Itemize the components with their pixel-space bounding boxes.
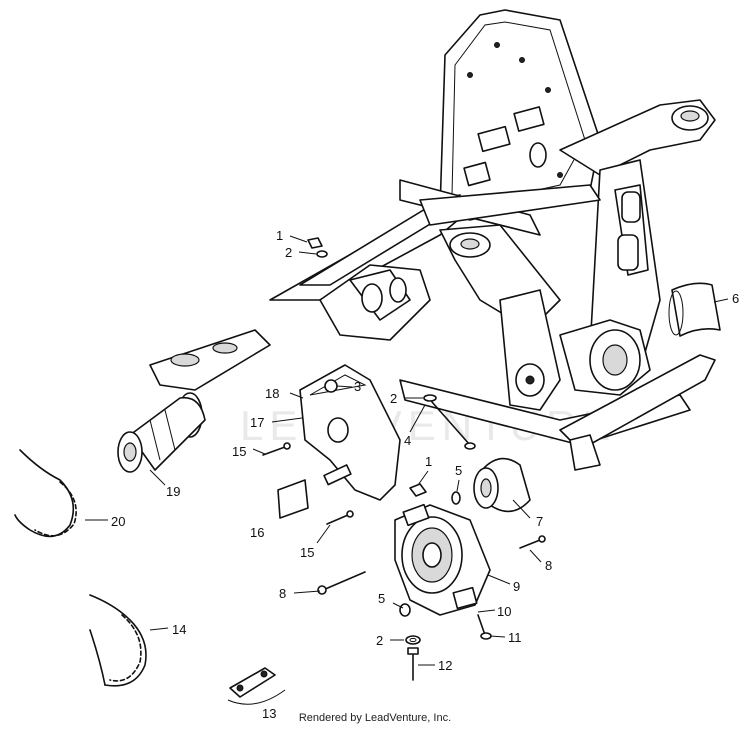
part-18-cover bbox=[299, 364, 401, 501]
frame bbox=[149, 9, 716, 471]
callout-labels: 1 2 3 2 4 18 17 15 16 15 1 5 6 7 8 8 9 5… bbox=[111, 228, 739, 721]
part-9-housing bbox=[394, 503, 491, 616]
callout-8: 8 bbox=[279, 586, 286, 601]
callout-13: 13 bbox=[262, 706, 276, 721]
callout-19: 19 bbox=[166, 484, 180, 499]
callout-6: 6 bbox=[732, 291, 739, 306]
part-7-bushing bbox=[473, 457, 531, 513]
leader-lines bbox=[85, 235, 729, 666]
callout-12: 12 bbox=[438, 658, 452, 673]
part-16-decal bbox=[277, 479, 309, 519]
hardware bbox=[262, 237, 546, 681]
callout-1: 1 bbox=[276, 228, 283, 243]
callout-3: 3 bbox=[354, 379, 361, 394]
callout-1: 1 bbox=[425, 454, 432, 469]
callout-18: 18 bbox=[265, 386, 279, 401]
callout-15: 15 bbox=[232, 444, 246, 459]
callout-5: 5 bbox=[455, 463, 462, 478]
callout-11: 11 bbox=[508, 630, 522, 645]
footer-credit: Rendered by LeadVenture, Inc. bbox=[298, 712, 452, 724]
callout-9: 9 bbox=[513, 579, 520, 594]
callout-16: 16 bbox=[250, 525, 264, 540]
part-6-sleeve bbox=[668, 282, 721, 337]
part-13-link bbox=[227, 667, 286, 705]
part-19-sprocket bbox=[117, 392, 206, 473]
callout-4: 4 bbox=[404, 433, 411, 448]
callout-8: 8 bbox=[545, 558, 552, 573]
callout-17: 17 bbox=[250, 415, 264, 430]
callout-15: 15 bbox=[300, 545, 314, 560]
part-14-chain bbox=[89, 594, 147, 687]
part-20-chain bbox=[14, 449, 77, 538]
callout-20: 20 bbox=[111, 514, 125, 529]
callout-2: 2 bbox=[390, 391, 397, 406]
callout-14: 14 bbox=[172, 622, 186, 637]
callout-10: 10 bbox=[497, 604, 511, 619]
callout-7: 7 bbox=[536, 514, 543, 529]
callout-2: 2 bbox=[376, 633, 383, 648]
callout-5: 5 bbox=[378, 591, 385, 606]
callout-2: 2 bbox=[285, 245, 292, 260]
